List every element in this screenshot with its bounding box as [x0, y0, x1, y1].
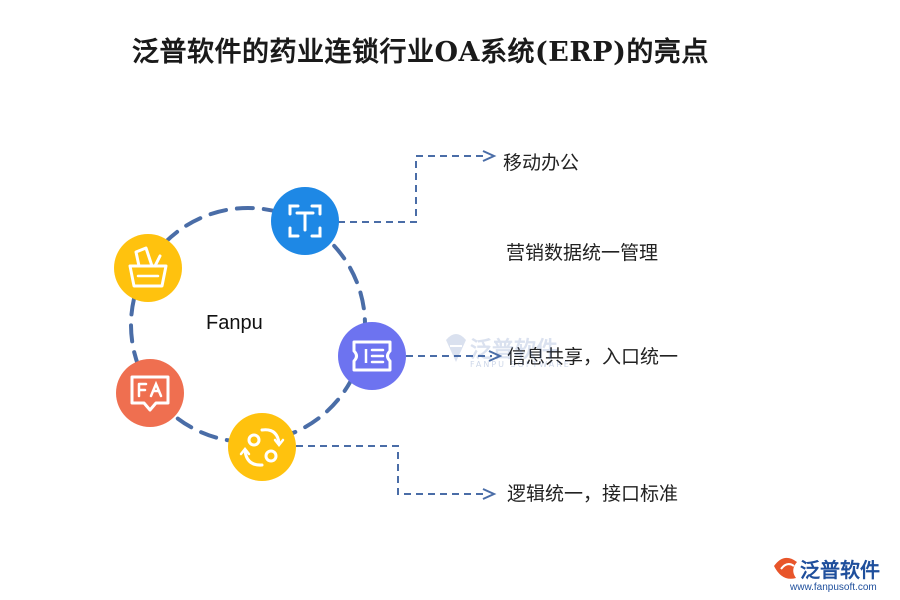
arrowhead-4 — [482, 488, 497, 500]
connector-4 — [296, 445, 486, 495]
watermark-logo-icon — [446, 334, 466, 362]
swap-arrows-icon — [228, 413, 296, 481]
basket-icon — [114, 234, 182, 302]
page-title: 泛普软件的药业连锁行业OA系统(ERP)的亮点 — [132, 37, 709, 68]
item-label-mobile-office: 移动办公 — [503, 152, 580, 174]
brand-logo-url: www.fanpusoft.com — [790, 582, 877, 593]
watermark-subtext: FANPU SOFTWARE — [470, 360, 571, 369]
list-ticket-icon — [338, 322, 406, 390]
item-label-logic-unified: 逻辑统一，接口标准 — [507, 483, 679, 505]
brand-logo-text: 泛普软件 — [800, 558, 880, 582]
text-frame-icon — [271, 187, 339, 255]
brand-logo-icon — [774, 557, 797, 579]
arrowhead-1 — [482, 150, 497, 162]
chat-fa-icon — [116, 359, 184, 427]
arrowhead-3 — [488, 350, 503, 362]
connector-1 — [338, 155, 486, 223]
item-label-marketing-data: 营销数据统一管理 — [506, 242, 659, 264]
watermark-text: 泛普软件 — [470, 338, 559, 363]
item-label-info-sharing: 信息共享，入口统一 — [507, 346, 679, 368]
center-label: Fanpu — [206, 312, 263, 334]
